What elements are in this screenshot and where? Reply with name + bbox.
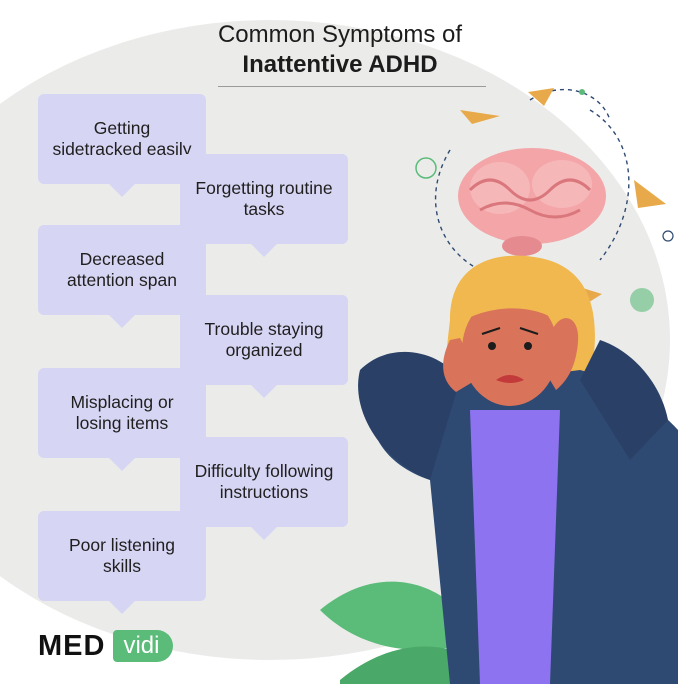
title-line-1: Common Symptoms of xyxy=(217,21,463,48)
title-divider xyxy=(218,86,486,87)
symptom-bubble: Getting sidetracked easily xyxy=(38,94,206,197)
symptom-text: Difficulty following instructions xyxy=(194,461,334,502)
symptom-text: Forgetting routine tasks xyxy=(195,178,333,219)
symptom-bubble: Forgetting routine tasks xyxy=(180,154,348,257)
symptom-text: Getting sidetracked easily xyxy=(52,118,192,159)
woman-holding-head-icon xyxy=(320,88,678,684)
symptom-text: Poor listening skills xyxy=(68,535,176,576)
title-line-2: Inattentive ADHD xyxy=(242,51,438,78)
medvidi-logo: MED vidi xyxy=(38,629,174,662)
logo-med-text: MED xyxy=(38,629,106,662)
symptom-bubble: Decreased attention span xyxy=(38,225,206,328)
symptom-bubble: Misplacing or losing items xyxy=(38,368,206,471)
symptom-text: Decreased attention span xyxy=(67,249,177,290)
page-title: Common Symptoms of Inattentive ADHD xyxy=(140,20,540,80)
symptom-text: Trouble staying organized xyxy=(204,319,324,360)
symptom-bubble: Poor listening skills xyxy=(38,511,206,614)
brain-icon xyxy=(458,148,606,256)
symptom-bubble: Trouble staying organized xyxy=(180,295,348,398)
logo-vidi-text: vidi xyxy=(113,630,174,662)
symptom-bubble: Difficulty following instructions xyxy=(180,437,348,540)
symptom-text: Misplacing or losing items xyxy=(70,392,174,433)
